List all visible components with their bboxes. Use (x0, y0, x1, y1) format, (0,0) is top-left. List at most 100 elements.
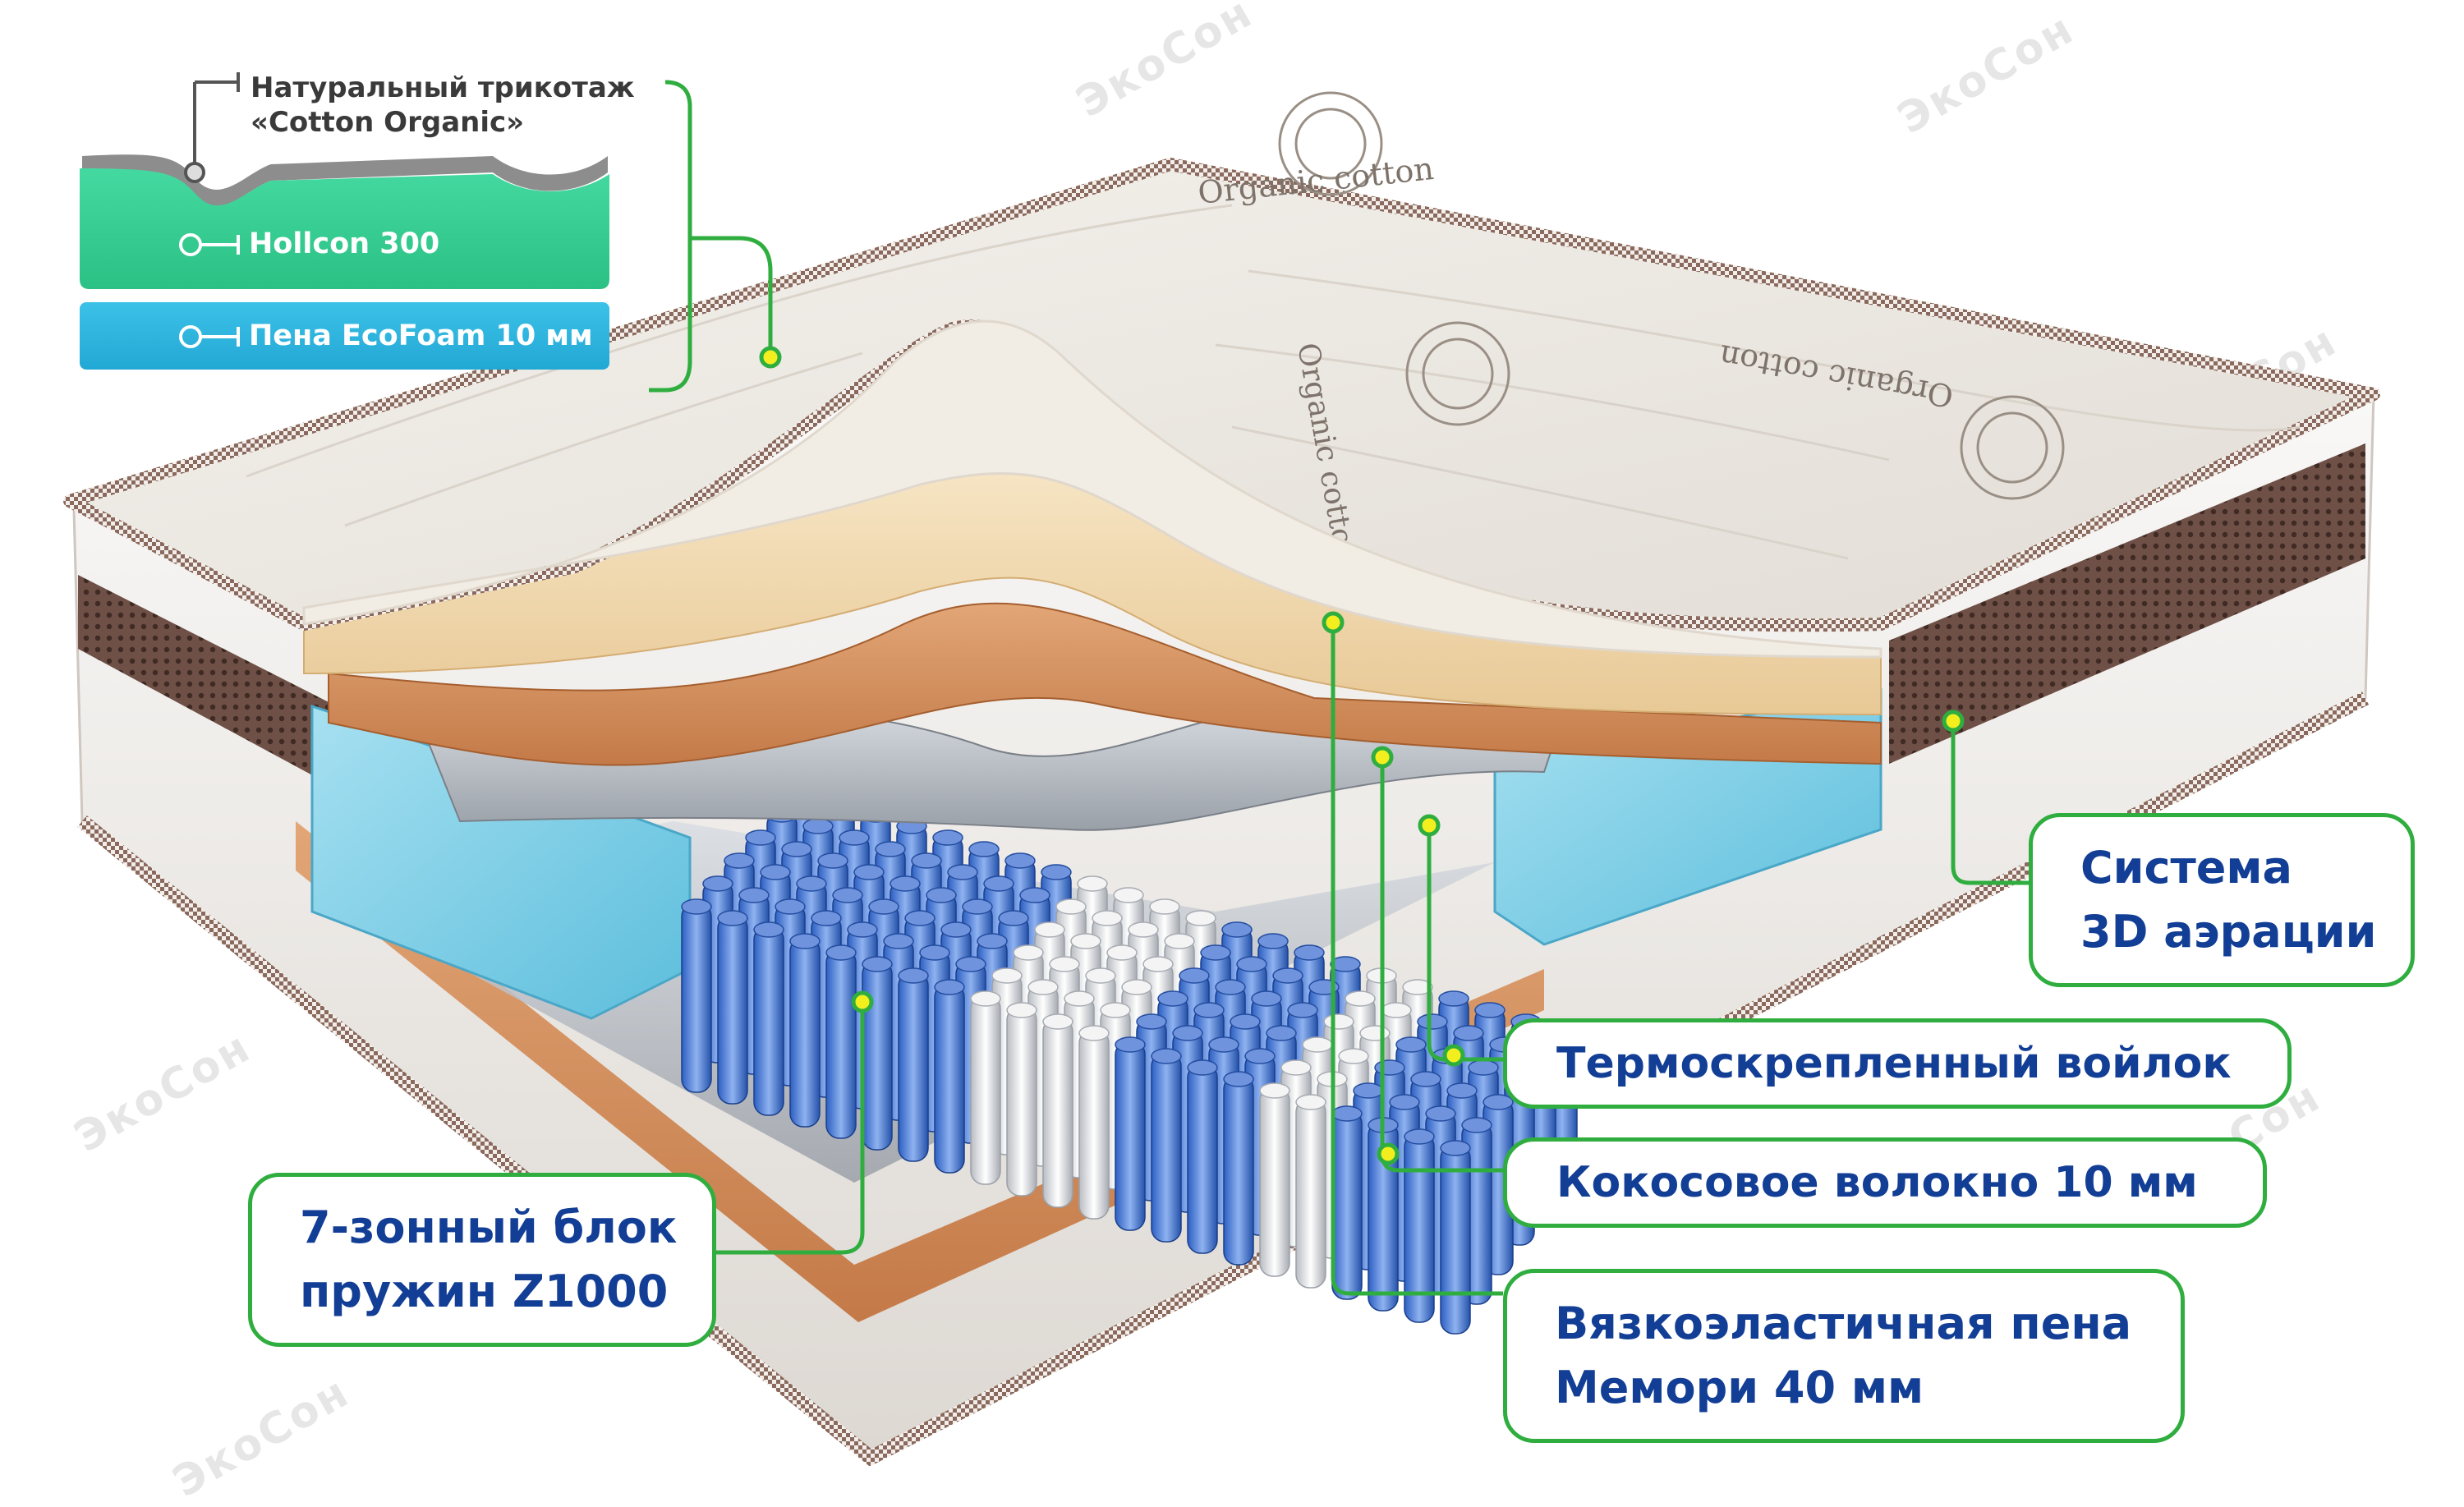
spring-coil (1042, 1018, 1073, 1208)
spring-cap (1410, 1071, 1441, 1087)
spring-cap (1200, 944, 1231, 961)
spring-cap (681, 898, 712, 915)
spring-coil (898, 972, 929, 1162)
spring-coil (1223, 1075, 1254, 1266)
spring-cap (1115, 1036, 1146, 1053)
spring-cap (926, 887, 957, 903)
spring-cap (1440, 1140, 1471, 1156)
spring-cap (1280, 1059, 1312, 1076)
spring-coil (1259, 1087, 1290, 1277)
spring-coil (1331, 1110, 1363, 1300)
spring-cap (781, 841, 812, 857)
spring-cap (962, 898, 993, 915)
spring-cap (1157, 990, 1188, 1007)
spring-cap (991, 967, 1023, 984)
spring-cap (1070, 933, 1101, 949)
spring-coil (1115, 1041, 1146, 1231)
spring-coil (862, 960, 893, 1151)
spring-cap (1179, 967, 1210, 984)
spring-cap (1302, 1036, 1333, 1053)
spring-cap (847, 921, 878, 938)
spring-cap (1331, 1105, 1363, 1122)
spring-cap (1251, 990, 1282, 1007)
callout-springs-line2: пружин Z1000 (300, 1266, 669, 1317)
spring-cap (717, 910, 748, 926)
spring-cap (898, 967, 929, 984)
spring-cap (1055, 898, 1087, 915)
spring-cap (1077, 875, 1108, 892)
spring-cap (1417, 1013, 1448, 1030)
spring-cap (932, 829, 963, 846)
spring-cap (1295, 1094, 1326, 1110)
spring-coil (1440, 1144, 1471, 1335)
spring-cap (1353, 1082, 1384, 1099)
spring-cap (1064, 990, 1095, 1007)
spring-cap (862, 956, 893, 972)
spring-coil (934, 983, 965, 1174)
spring-coil (789, 937, 821, 1128)
spring-cap (1474, 1002, 1506, 1018)
spring-cap (802, 818, 834, 834)
layers-inset (80, 72, 609, 370)
spring-cap (1164, 933, 1195, 949)
spring-cap (1034, 921, 1065, 938)
spring-coil (1295, 1098, 1326, 1289)
callout-memory-line1: Вязкоэластичная пена (1555, 1298, 2132, 1349)
spring-cap (1041, 864, 1072, 880)
spring-cap (1185, 910, 1216, 926)
spring-cap (983, 875, 1014, 892)
spring-cap (1208, 1036, 1239, 1053)
spring-cap (1100, 1002, 1131, 1018)
spring-cap (883, 933, 914, 949)
callout-coconut-text: Кокосовое волокно 10 мм (1556, 1158, 2198, 1207)
spring-cap (1359, 1025, 1391, 1041)
spring-cap (1121, 979, 1152, 995)
spring-cap (1013, 944, 1044, 961)
spring-cap (1128, 921, 1159, 938)
spring-cap (1113, 887, 1144, 903)
spring-cap (1236, 956, 1267, 972)
spring-cap (1425, 1105, 1456, 1122)
callout-aeration-line1: Система (2080, 842, 2292, 894)
spring-cap (904, 910, 935, 926)
spring-coil (970, 995, 1001, 1185)
spring-cap (1172, 1025, 1203, 1041)
spring-cap (789, 933, 821, 949)
hollcon-label: Hollcon 300 (249, 227, 440, 260)
spring-cap (775, 898, 806, 915)
spring-cap (1389, 1094, 1420, 1110)
spring-cap (1438, 990, 1469, 1007)
spring-cap (1085, 967, 1116, 984)
spring-cap (1257, 933, 1289, 949)
spring-cap (1323, 1013, 1354, 1030)
spring-cap (1106, 944, 1138, 961)
ecofoam-label: Пена EcoFoam 10 мм (249, 319, 593, 352)
spring-cap (738, 887, 770, 903)
callout-memory: Вязкоэластичная пена Мемори 40 мм (1503, 1269, 2185, 1443)
callout-aeration: Система 3D аэрации (2029, 813, 2415, 987)
spring-cap (1374, 1059, 1405, 1076)
callout-springs: 7-зонный блок пружин Z1000 (248, 1173, 716, 1347)
spring-cap (811, 910, 842, 926)
spring-cap (1042, 1013, 1073, 1030)
spring-cap (1230, 1013, 1261, 1030)
spring-cap (1019, 887, 1050, 903)
callout-felt: Термоскрепленный войлок (1503, 1018, 2292, 1109)
spring-cap (1287, 1002, 1318, 1018)
spring-cap (1215, 979, 1246, 995)
spring-cap (796, 875, 827, 892)
spring-cap (724, 852, 755, 869)
spring-cap (1136, 1013, 1167, 1030)
spring-cap (1092, 910, 1123, 926)
spring-cap (853, 864, 885, 880)
spring-cap (825, 944, 857, 961)
spring-cap (1187, 1059, 1218, 1076)
spring-cap (1446, 1082, 1478, 1099)
spring-cap (1078, 1025, 1110, 1041)
callout-springs-line1: 7-зонный блок (300, 1201, 678, 1253)
spring-cap (968, 841, 1000, 857)
spring-cap (1004, 852, 1036, 869)
spring-cap (1453, 1025, 1484, 1041)
spring-cap (1049, 956, 1080, 972)
spring-cap (1395, 1036, 1427, 1053)
